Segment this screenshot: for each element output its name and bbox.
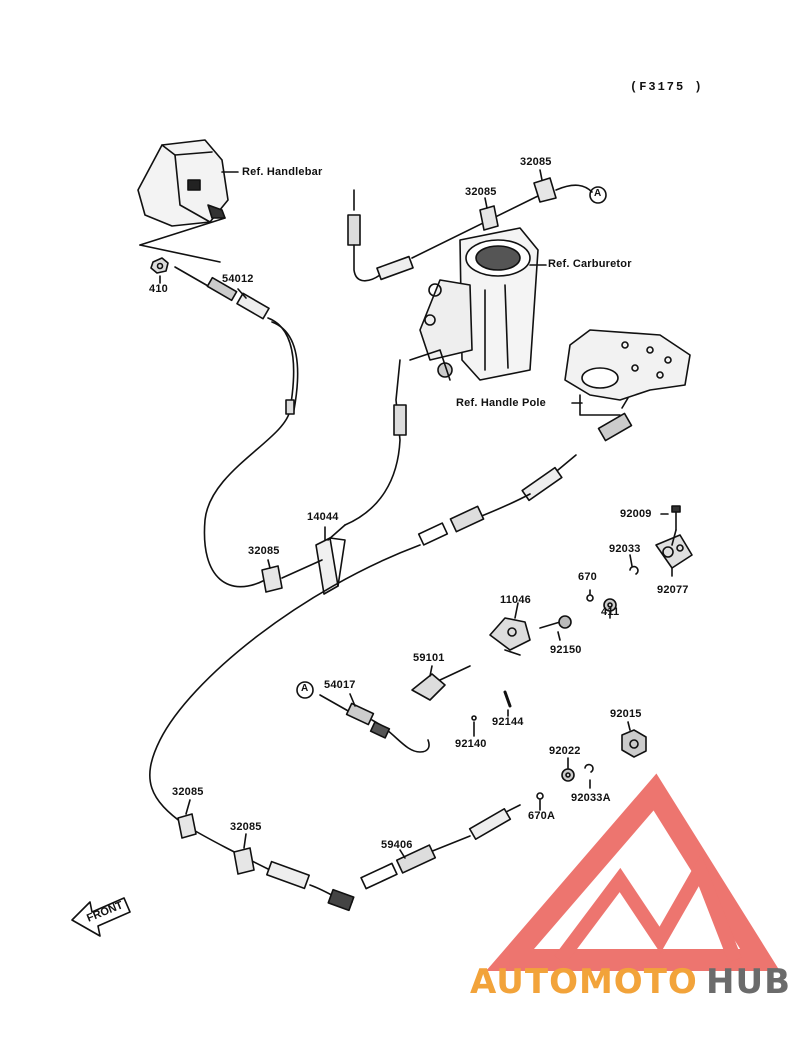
pin-92140-icon (471, 715, 477, 721)
part-54012: 54012 (222, 273, 254, 285)
part-59406: 59406 (381, 839, 413, 851)
cable-54017-icon (319, 694, 430, 753)
part-92033: 92033 (609, 543, 641, 555)
part-32085-e: 32085 (230, 821, 262, 833)
part-11046: 11046 (500, 594, 531, 606)
carb-cable-upper-icon (347, 189, 541, 282)
part-670: 670 (578, 571, 597, 583)
part-92077: 92077 (657, 584, 689, 596)
cable-59406-icon (360, 804, 521, 890)
watermark-text-2: HUB (706, 962, 791, 1002)
part-92015: 92015 (610, 708, 642, 720)
washer-670a-icon (536, 792, 544, 800)
clip-32085-c-icon (261, 565, 283, 593)
part-32085-b: 32085 (465, 186, 497, 198)
plate-92077-icon (655, 534, 693, 569)
spring-92144-icon (503, 690, 512, 708)
part-92009: 92009 (620, 508, 652, 520)
connector-a-top-label: A (594, 188, 602, 199)
washer-92022-icon (561, 768, 575, 782)
part-670a: 670A (528, 810, 556, 822)
part-92140: 92140 (455, 738, 487, 750)
part-92022: 92022 (549, 745, 581, 757)
adjuster-bolt-icon (597, 397, 633, 442)
carburetor-icon (409, 227, 539, 381)
throttle-cable-54012-icon (174, 266, 299, 588)
clip-32085-b-icon (479, 205, 499, 231)
long-cable-icon (149, 454, 577, 912)
handle-pole-bracket-icon (564, 329, 691, 401)
washer-670-icon (586, 594, 594, 602)
watermark-text-1: AUTOMOTO (470, 962, 698, 1002)
cover-14044-icon (315, 537, 346, 595)
clip-32085-e-icon (233, 847, 255, 875)
part-92033a: 92033A (571, 792, 611, 804)
ref-handlebar-label: Ref. Handlebar (242, 166, 323, 178)
ref-handle-pole-label: Ref. Handle Pole (456, 397, 546, 409)
washer-411-icon (603, 598, 617, 612)
part-59101: 59101 (413, 652, 445, 664)
clip-32085-a-icon (533, 177, 557, 203)
part-410: 410 (149, 283, 168, 295)
front-arrow-icon (71, 897, 131, 937)
part-92144: 92144 (492, 716, 524, 728)
clip-32085-d-icon (177, 813, 197, 839)
connector-a-left-label: A (301, 683, 309, 694)
watermark-logo-icon (485, 773, 780, 971)
connector-a-left-icon (296, 681, 314, 699)
part-14044: 14044 (307, 511, 339, 523)
ref-carburetor-label: Ref. Carburetor (548, 258, 632, 270)
handlebar-switch-icon (137, 139, 229, 227)
part-32085-a: 32085 (520, 156, 552, 168)
shaft-59101-icon (411, 665, 471, 701)
bolt-92150-icon (539, 615, 572, 629)
part-54017: 54017 (324, 679, 356, 691)
lever-11046-icon (489, 617, 531, 656)
circlip-92033-icon (629, 565, 639, 575)
part-32085-c: 32085 (248, 545, 280, 557)
figure-code: (F3175 ) (630, 80, 704, 94)
part-92150: 92150 (550, 644, 582, 656)
part-411: 411 (601, 606, 620, 618)
bolt-92009-icon (671, 505, 681, 531)
connector-a-top-icon (589, 186, 607, 204)
part-32085-d: 32085 (172, 786, 204, 798)
circlip-92033a-icon (584, 763, 594, 773)
nut-92015-icon (621, 729, 647, 758)
nut-410-icon (150, 257, 169, 274)
